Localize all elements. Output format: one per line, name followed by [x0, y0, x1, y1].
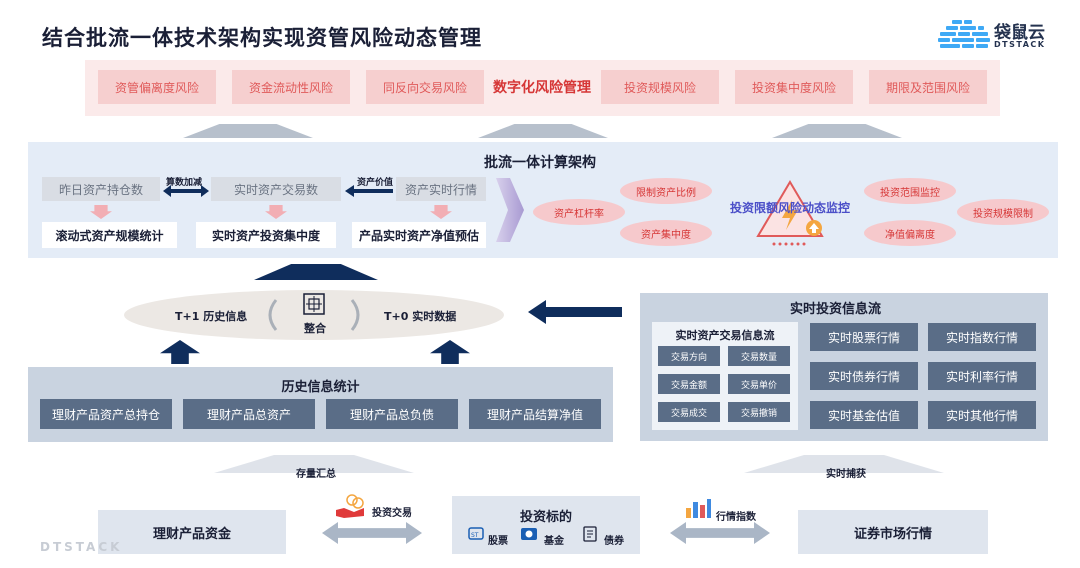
calc-title: 批流一体计算架构 [484, 155, 596, 171]
calc-bottom-box: 滚动式资产规模统计 [42, 222, 177, 248]
watermark: DTSTACK [40, 540, 123, 554]
trade-mini: 交易单价 [728, 374, 790, 394]
bar-chart-icon [686, 499, 711, 518]
fund-label: 基金 [544, 536, 564, 547]
cloud-logo-icon [938, 20, 990, 48]
bottom-left-box: 理财产品资金 [98, 510, 286, 554]
realtime-cell: 实时指数行情 [928, 323, 1036, 351]
risk-oval: 投资范围监控 [864, 178, 956, 204]
up-arrow-center [478, 124, 608, 138]
calc-top-box: 昨日资产持仓数 [42, 177, 160, 201]
history-cell: 理财产品资产总持仓 [40, 399, 172, 429]
double-arrow-left [322, 522, 422, 544]
link-label: 资产价值 [357, 178, 394, 188]
chevron-right-icon [496, 178, 524, 242]
warning-icon [756, 180, 824, 246]
page-title: 结合批流一体技术架构实现资管风险动态管理 [42, 26, 482, 50]
up-arrow-icon [430, 340, 470, 364]
history-cell: 理财产品总负债 [326, 399, 458, 429]
stock-icon: ST [468, 527, 484, 540]
cycle-arrows-icon [268, 299, 360, 331]
fund-icon [521, 528, 537, 540]
integrate-center: 整合 [304, 322, 326, 335]
risk-item: 同反向交易风险 [366, 70, 484, 104]
realtime-cell: 实时基金估值 [810, 401, 918, 429]
trade-mini: 交易成交 [658, 402, 720, 422]
risk-item: 期限及范围风险 [869, 70, 987, 104]
history-cell: 理财产品总资产 [183, 399, 315, 429]
risk-center-title: 数字化风险管理 [493, 80, 591, 96]
double-arrow-icon [163, 185, 209, 197]
risk-item: 投资规模风险 [601, 70, 719, 104]
history-title: 历史信息统计 [281, 380, 360, 395]
trade-mini: 交易撤销 [728, 402, 790, 422]
risk-oval: 资产集中度 [620, 220, 712, 246]
risk-item: 资金流动性风险 [232, 70, 350, 104]
risk-item: 投资集中度风险 [735, 70, 853, 104]
light-up-arrow [214, 455, 414, 473]
realtime-sub-title: 实时资产交易信息流 [675, 329, 775, 342]
history-cell: 理财产品结算净值 [469, 399, 601, 429]
logo-name: 袋鼠云 [994, 23, 1045, 43]
bond-label: 债券 [604, 536, 624, 547]
realtime-cell: 实时股票行情 [810, 323, 918, 351]
left-arrow-icon [345, 185, 393, 197]
trade-label: 投资交易 [372, 508, 412, 519]
bond-icon [583, 526, 597, 542]
calc-bottom-box: 实时资产投资集中度 [196, 222, 336, 248]
trade-mini: 交易数量 [728, 346, 790, 366]
bottom-center-box [452, 496, 640, 554]
risk-oval: 净值偏离度 [864, 220, 956, 246]
logo-sub: DTSTACK [994, 40, 1046, 49]
trade-mini: 交易方向 [658, 346, 720, 366]
up-arrow-right [772, 124, 902, 138]
bottom-right-box: 证券市场行情 [798, 510, 988, 554]
risk-oval: 投资规模限制 [957, 199, 1049, 225]
index-label: 行情指数 [716, 512, 756, 523]
up-arrow-icon [160, 340, 200, 364]
svg-text:ST: ST [471, 532, 479, 539]
realtime-cell: 实时利率行情 [928, 362, 1036, 390]
double-arrow-right [670, 522, 770, 544]
monitor-label: 投资限额风险动态监控 [729, 201, 850, 215]
integrate-left: T+1 历史信息 [175, 310, 248, 323]
calc-top-box: 资产实时行情 [396, 177, 486, 201]
link-label: 算数加减 [166, 178, 203, 188]
integrate-right: T+0 实时数据 [384, 310, 457, 323]
capture-label: 实时捕获 [826, 469, 866, 480]
calc-bottom-box: 产品实时资产净值预估 [352, 222, 486, 248]
big-up-arrow [254, 264, 378, 280]
realtime-cell: 实时其他行情 [928, 401, 1036, 429]
realtime-title: 实时投资信息流 [790, 302, 882, 317]
up-arrow-left [183, 124, 313, 138]
left-arrow-big-icon [528, 300, 622, 324]
trade-mini: 交易金额 [658, 374, 720, 394]
calc-top-box: 实时资产交易数 [211, 177, 341, 201]
light-up-arrow [744, 455, 944, 473]
bottom-center-title: 投资标的 [519, 510, 572, 525]
realtime-cell: 实时债券行情 [810, 362, 918, 390]
risk-oval: 限制资产比例 [620, 178, 712, 204]
risk-item: 资管偏离度风险 [98, 70, 216, 104]
risk-oval: 资产杠杆率 [533, 199, 625, 225]
trade-hand-icon [336, 494, 364, 518]
stock-label: 股票 [488, 536, 508, 547]
integrate-icon [303, 293, 325, 315]
stock-sum-label: 存量汇总 [296, 469, 336, 480]
